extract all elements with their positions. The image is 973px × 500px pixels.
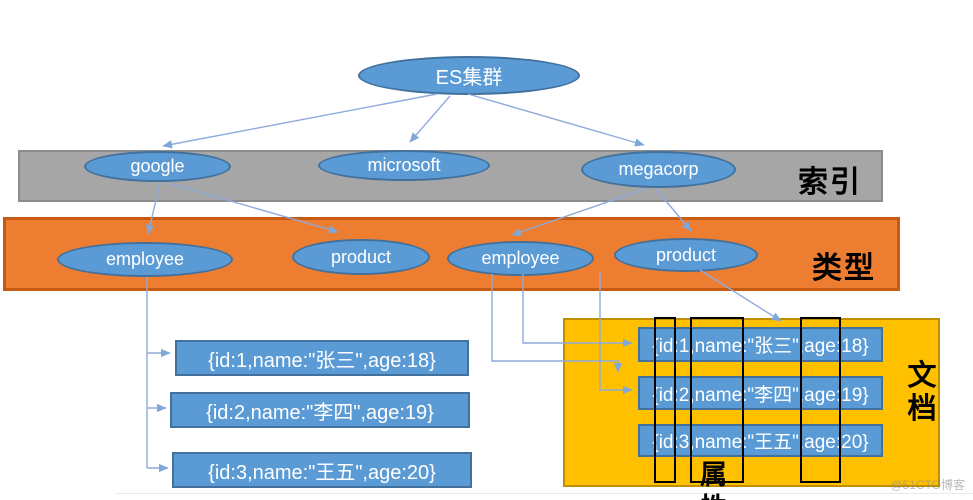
box-document-2: {id:2,name:"李四",age:19} xyxy=(638,376,883,410)
node-type-employee-google-label: employee xyxy=(105,249,185,269)
left-document-3: {id:3,name:"王五",age:20} xyxy=(172,452,472,488)
node-type-product-google-label: product xyxy=(330,246,392,267)
attribute-label: 属性 xyxy=(700,460,727,500)
node-type-product-megacorp-label: product xyxy=(655,244,717,265)
node-es-cluster: ES集群 xyxy=(358,56,580,95)
left-document-3-text: {id:3,name:"王五",age:20} xyxy=(208,461,436,484)
node-index-google-label: google xyxy=(130,156,185,176)
box-document-2-text: {id:2,name:"李四",age:19} xyxy=(652,384,869,406)
node-type-employee-google: employee xyxy=(57,242,233,277)
node-type-employee-megacorp: employee xyxy=(447,241,594,276)
node-index-google: google xyxy=(84,151,231,182)
bottom-divider-line xyxy=(115,493,973,494)
node-type-product-google: product xyxy=(292,239,430,275)
box-document-3: {id:3,name:"王五",age:20} xyxy=(638,424,883,457)
box-document-1: {id:1,name:"张三",age:18} xyxy=(638,327,883,362)
node-index-megacorp-label: megacorp xyxy=(618,159,699,179)
left-document-2: {id:2,name:"李四",age:19} xyxy=(170,392,470,428)
node-index-microsoft-label: microsoft xyxy=(367,155,441,175)
node-type-employee-megacorp-label: employee xyxy=(481,248,560,268)
left-document-2-text: {id:2,name:"李四",age:19} xyxy=(206,401,434,424)
type-band-label: 类型 xyxy=(812,252,876,285)
document-box-label: 文档 xyxy=(907,360,937,425)
node-type-product-megacorp: product xyxy=(614,238,758,272)
index-band-label: 索引 xyxy=(798,166,862,199)
attribute-column-id xyxy=(654,317,676,483)
attribute-column-age xyxy=(800,317,841,483)
node-index-microsoft: microsoft xyxy=(318,150,490,181)
left-document-1: {id:1,name:"张三",age:18} xyxy=(175,340,469,376)
node-es-cluster-label: ES集群 xyxy=(435,67,503,89)
left-document-1-text: {id:1,name:"张三",age:18} xyxy=(208,349,436,372)
watermark: @51CTO博客 xyxy=(890,478,965,492)
box-document-3-text: {id:3,name:"王五",age:20} xyxy=(652,432,869,453)
node-index-megacorp: megacorp xyxy=(581,151,736,188)
box-document-1-text: {id:1,name:"张三",age:18} xyxy=(652,336,869,357)
